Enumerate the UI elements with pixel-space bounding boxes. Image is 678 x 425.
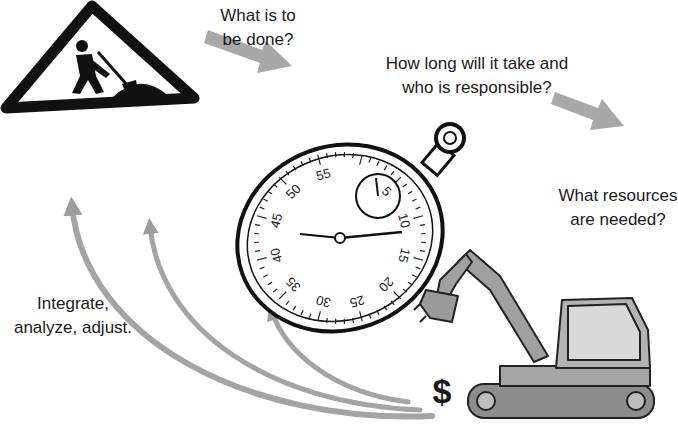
dial-tick — [254, 233, 259, 234]
dial-tick — [344, 319, 345, 324]
dial-tick — [286, 301, 289, 305]
dial-tick — [384, 306, 387, 310]
dial-tick — [326, 318, 328, 323]
dial-tick — [309, 314, 311, 319]
stopwatch — [211, 116, 469, 360]
dial-tick — [421, 242, 426, 243]
dial-tick — [408, 282, 412, 285]
dial-tick — [263, 275, 267, 277]
dial-tick — [335, 152, 336, 157]
dial-tick — [352, 153, 354, 158]
dial-tick — [344, 152, 345, 157]
dial-tick — [273, 289, 277, 292]
dial-tick — [301, 161, 303, 165]
dial-tick — [403, 184, 407, 187]
dial-tick — [293, 166, 296, 170]
dial-tick — [273, 184, 277, 187]
dial-tick — [255, 224, 260, 226]
dial-tick — [293, 306, 296, 310]
dial-tick — [260, 267, 265, 269]
dial-tick — [257, 216, 267, 219]
excavator — [414, 250, 654, 418]
dial-tick — [413, 216, 423, 219]
feedback-label: Integrate, analyze, adjust. — [4, 292, 142, 340]
dial-tick — [369, 158, 371, 163]
flow-arrow — [551, 92, 624, 130]
dial-tick — [279, 292, 286, 299]
dial-tick — [268, 282, 272, 285]
dial-tick — [391, 301, 394, 305]
question-label: What resources are needed? — [556, 184, 678, 232]
dial-tick — [377, 161, 379, 165]
dial-tick — [335, 319, 336, 324]
dial-tick — [318, 155, 321, 165]
dial-tick — [268, 191, 272, 194]
work-sign — [6, 6, 194, 108]
dial-tick — [318, 311, 321, 321]
dial-tick — [408, 191, 412, 194]
dial-tick — [360, 155, 363, 165]
dial-tick — [286, 171, 289, 175]
dial-number: 40 — [268, 246, 284, 263]
dial-number: 55 — [314, 166, 331, 182]
dial-tick — [279, 177, 286, 184]
dial-tick — [412, 199, 416, 201]
dial-tick — [403, 289, 407, 292]
dial-number: 15 — [396, 246, 412, 263]
dial-tick — [309, 158, 311, 163]
dial-tick — [421, 233, 426, 234]
dial-tick — [326, 153, 328, 158]
dial-tick — [257, 258, 267, 261]
dial-tick — [394, 292, 401, 299]
dial-tick — [254, 242, 259, 243]
dial-number: 25 — [348, 294, 365, 310]
question-label: What is to be done? — [210, 4, 306, 52]
dial-tick — [360, 311, 363, 321]
dollar-symbol: $ — [422, 368, 462, 416]
dial-tick — [420, 250, 425, 252]
dial-tick — [377, 310, 379, 314]
question-label: How long will it take and who is respons… — [372, 52, 582, 100]
dial-tick — [420, 224, 425, 226]
dial-tick — [263, 199, 267, 201]
dial-number: 30 — [314, 294, 331, 310]
dial-tick — [369, 314, 371, 319]
dial-tick — [416, 207, 421, 209]
dial-tick — [260, 207, 265, 209]
dial-tick — [301, 310, 303, 314]
dial-tick — [352, 318, 354, 323]
dial-tick — [416, 267, 421, 269]
dial-tick — [391, 171, 394, 175]
dial-tick — [384, 166, 387, 170]
dial-tick — [413, 258, 423, 261]
dial-tick — [255, 250, 260, 252]
dial-tick — [412, 275, 416, 277]
